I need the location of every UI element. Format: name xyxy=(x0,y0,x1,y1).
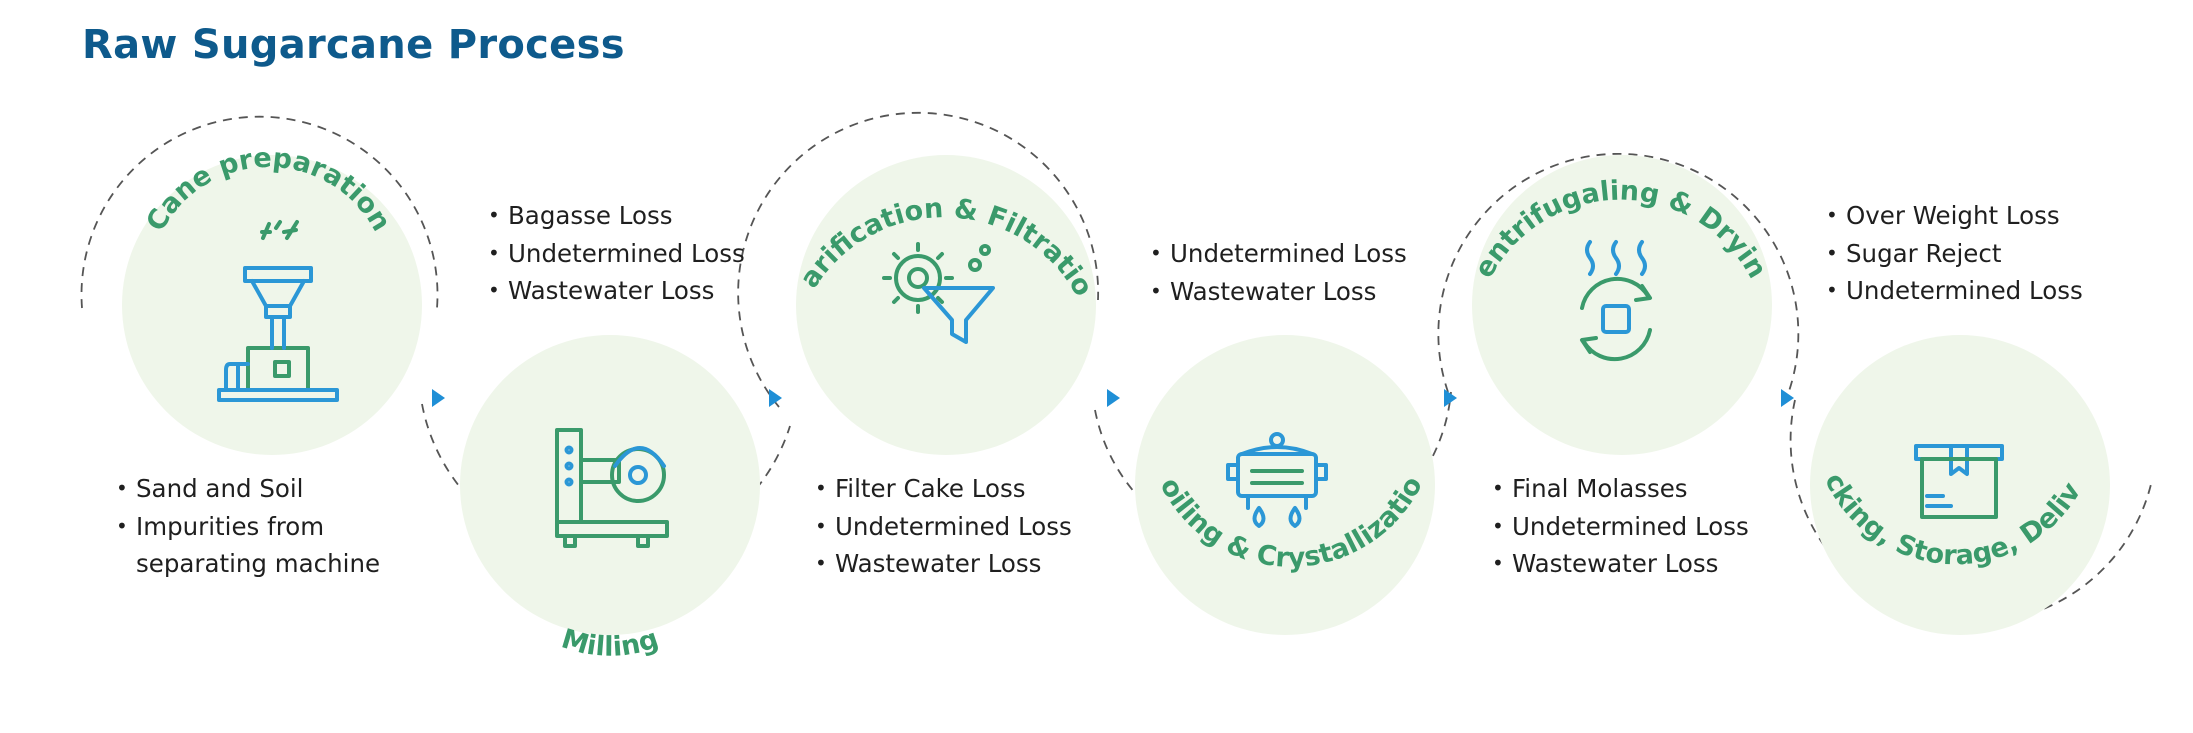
loss-list-boiling: Undetermined Loss Wastewater Loss xyxy=(1150,235,1407,310)
boiling-pot-icon xyxy=(1226,432,1328,528)
flow-arrow-icon xyxy=(1107,389,1120,407)
package-box-icon xyxy=(1914,444,2004,519)
list-item: Wastewater Loss xyxy=(1150,273,1407,311)
list-item: Wastewater Loss xyxy=(488,272,745,310)
list-item: Impurities from xyxy=(116,508,380,546)
dashed-arc-cane xyxy=(80,115,439,309)
loss-list-packing: Over Weight Loss Sugar Reject Undetermin… xyxy=(1826,197,2083,310)
page-title: Raw Sugarcane Process xyxy=(82,22,625,68)
list-item: Undetermined Loss xyxy=(1150,235,1407,273)
list-item: Filter Cake Loss xyxy=(815,470,1072,508)
loss-list-milling: Bagasse Loss Undetermined Loss Wastewate… xyxy=(488,197,745,310)
centrifuge-dryer-icon xyxy=(1580,240,1652,362)
list-item: Wastewater Loss xyxy=(815,545,1072,583)
list-item: Sand and Soil xyxy=(116,470,380,508)
list-item: Final Molasses xyxy=(1492,470,1749,508)
list-item: Sugar Reject xyxy=(1826,235,2083,273)
list-item: Over Weight Loss xyxy=(1826,197,2083,235)
list-item: Undetermined Loss xyxy=(488,235,745,273)
list-item: separating machine xyxy=(136,549,381,578)
list-item: Wastewater Loss xyxy=(1492,545,1749,583)
flow-arrow-icon xyxy=(432,389,445,407)
milling-machine-icon xyxy=(555,428,669,548)
list-item: Bagasse Loss xyxy=(488,197,745,235)
loss-list-cane-preparation: Sand and Soil Impurities from separating… xyxy=(116,470,380,583)
stage-circle-clarification xyxy=(796,155,1096,455)
cane-shredder-icon xyxy=(217,220,339,402)
list-item: Undetermined Loss xyxy=(1492,508,1749,546)
list-item: Undetermined Loss xyxy=(1826,272,2083,310)
stage-circle-packing xyxy=(1810,335,2110,635)
loss-list-centrifugaling: Final Molasses Undetermined Loss Wastewa… xyxy=(1492,470,1749,583)
dashed-arc-centrifugaling xyxy=(1437,152,1800,395)
list-item: Undetermined Loss xyxy=(815,508,1072,546)
loss-list-clarification: Filter Cake Loss Undetermined Loss Waste… xyxy=(815,470,1072,583)
flow-arrow-icon xyxy=(1444,389,1457,407)
flow-arrow-icon xyxy=(769,389,782,407)
gear-funnel-icon xyxy=(882,242,995,344)
dashed-arc-packing xyxy=(1789,399,2153,624)
stage-circle-milling xyxy=(460,335,760,635)
flow-arrow-icon xyxy=(1781,389,1794,407)
